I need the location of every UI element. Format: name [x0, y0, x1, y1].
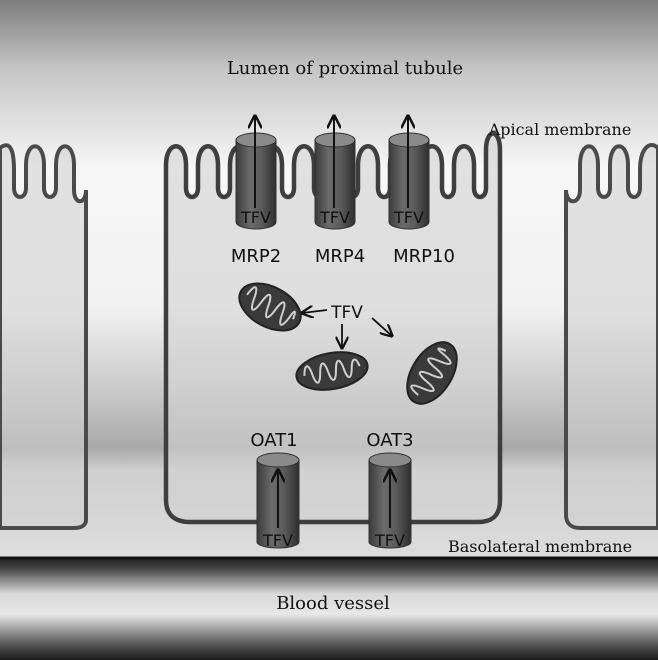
mrp2-label: MRP2	[231, 246, 281, 267]
lumen-label: Lumen of proximal tubule	[227, 58, 463, 79]
oat1-label: OAT1	[250, 430, 297, 451]
oat3-substrate-label: TFV	[374, 531, 405, 550]
arrow-to-mito-3	[371, 317, 392, 336]
mrp10-label: MRP10	[393, 246, 455, 267]
mitochondria-tfv-label: TFV	[330, 303, 363, 323]
oat1-substrate-label: TFV	[262, 531, 293, 550]
right-cell	[564, 143, 658, 530]
mitochondrion-3	[406, 341, 458, 405]
mrp4-label: MRP4	[315, 246, 365, 267]
mitochondrion-1	[238, 282, 302, 332]
apical-membrane-label: Apical membrane	[488, 120, 632, 139]
left-cell	[0, 143, 88, 530]
mrp10-substrate-label: TFV	[393, 208, 424, 227]
mrp4-substrate-label: TFV	[319, 208, 350, 227]
blood-vessel	[0, 558, 658, 660]
arrow-to-mito-1	[302, 310, 328, 313]
oat3-label: OAT3	[366, 430, 413, 451]
mrp2-substrate-label: TFV	[240, 208, 271, 227]
blood-vessel-label: Blood vessel	[276, 593, 390, 614]
mitochondrion-2	[295, 351, 369, 391]
basolateral-membrane-label: Basolateral membrane	[448, 537, 632, 556]
